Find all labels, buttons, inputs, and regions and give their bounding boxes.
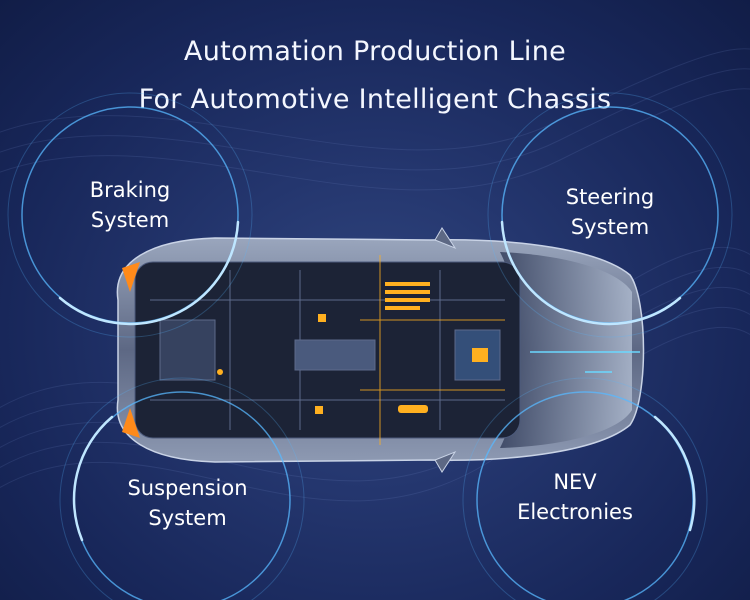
suspension-line-1: Suspension (127, 476, 248, 500)
suspension-system-label: Suspension System (105, 473, 270, 533)
braking-line-2: System (90, 208, 170, 232)
steering-line-2: System (570, 215, 650, 239)
nev-electronics-label: NEV Electronies (495, 467, 655, 527)
nev-ring (476, 391, 694, 600)
braking-line-1: Braking (89, 178, 171, 202)
steering-system-label: Steering System (545, 182, 675, 242)
nev-line-1: NEV (553, 470, 597, 494)
braking-system-label: Braking System (70, 175, 190, 235)
car-hood (500, 252, 632, 448)
title-line-1: Automation Production Line (183, 36, 567, 67)
nev-line-2: Electronies (517, 500, 633, 524)
suspension-line-2: System (148, 506, 227, 530)
title-line-2: For Automotive Intelligent Chassis (138, 84, 612, 115)
steering-line-1: Steering (565, 185, 655, 209)
